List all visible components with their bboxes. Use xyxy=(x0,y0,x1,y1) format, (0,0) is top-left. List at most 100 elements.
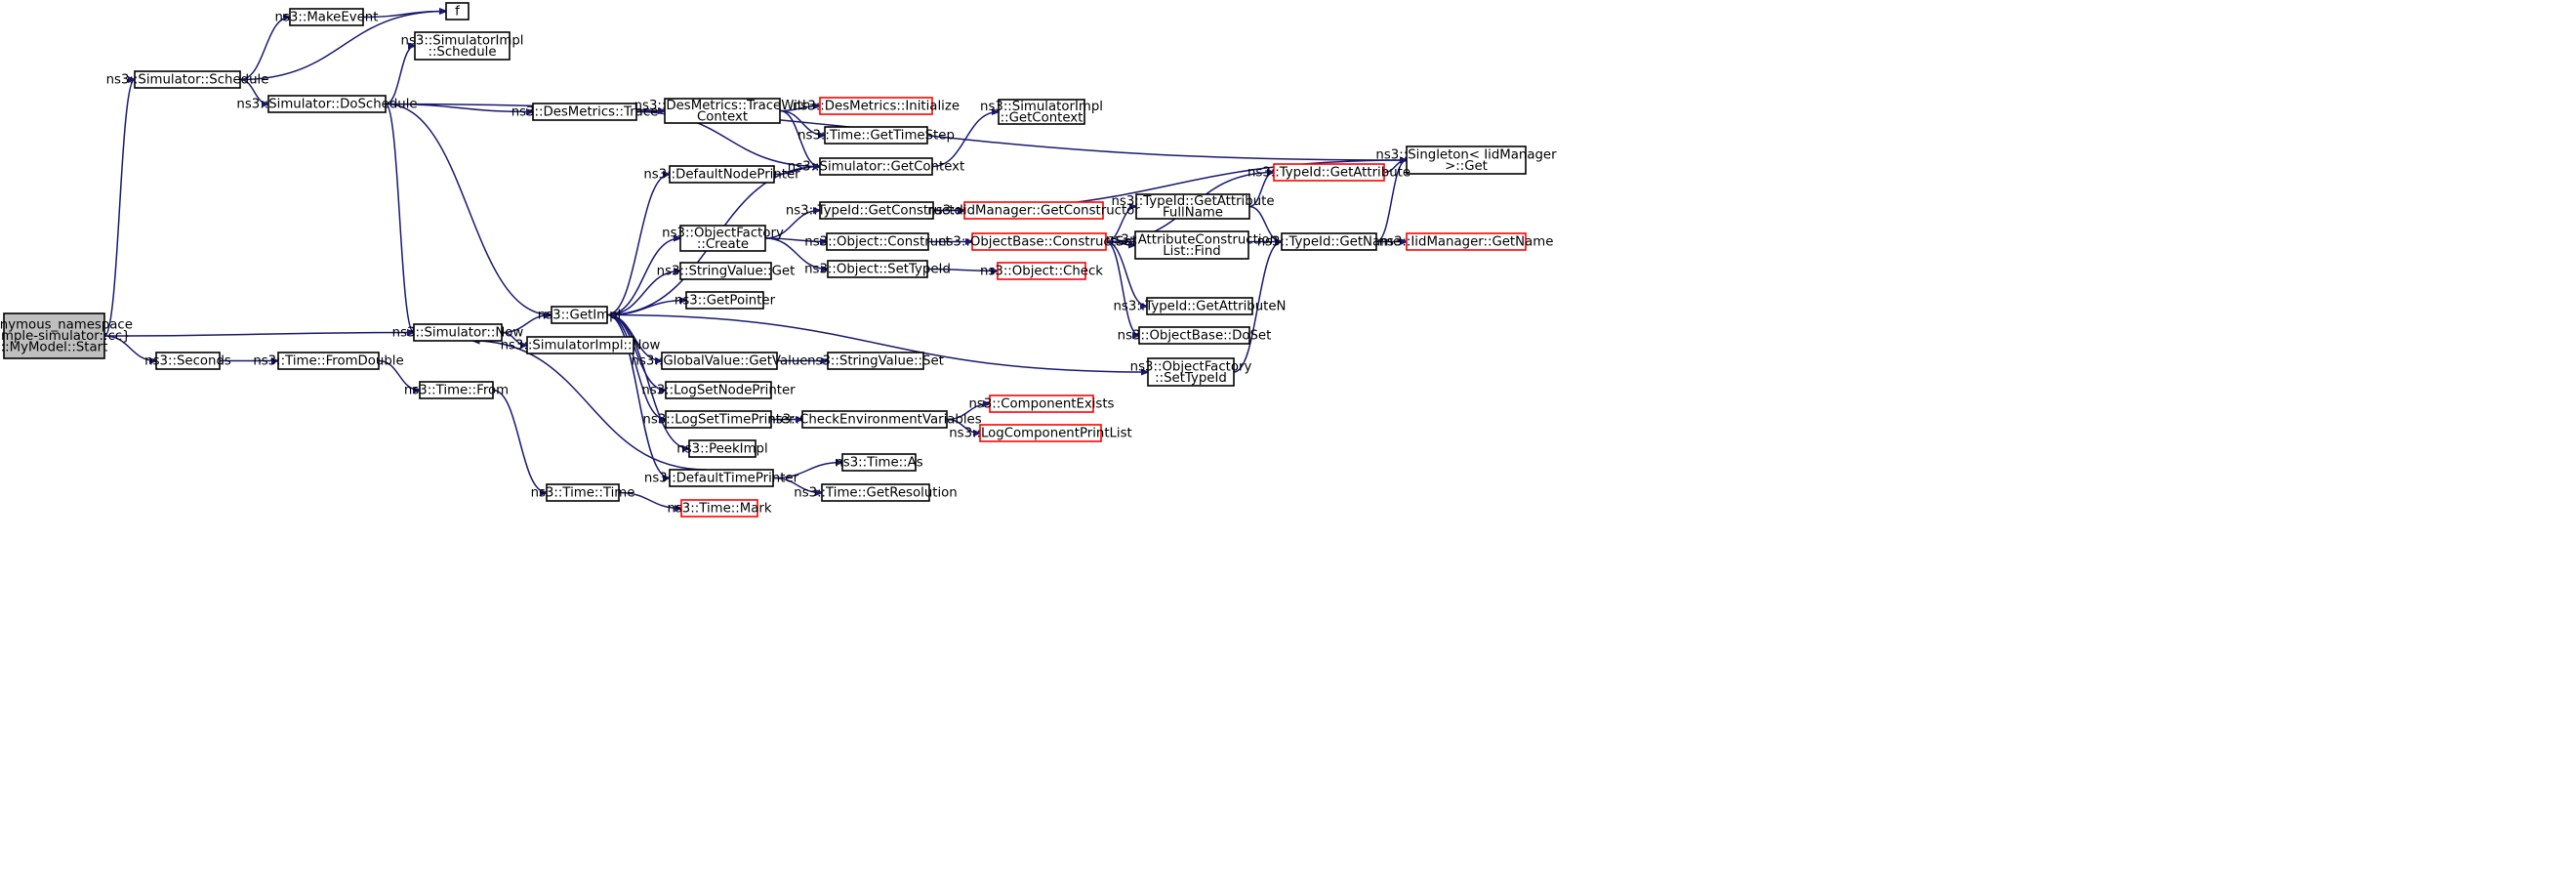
node-box xyxy=(679,225,766,252)
node-peekimpl[interactable]: ns3::PeekImpl xyxy=(676,439,768,458)
node-label: ns3::Simulator::Schedule xyxy=(106,73,269,88)
node-start[interactable]: anonymous_namespace{sample-simulator::cc… xyxy=(0,312,133,359)
node-timeas[interactable]: ns3::Time::As xyxy=(835,453,923,472)
node-constructself[interactable]: ns3::ObjectBase::ConstructSelf xyxy=(938,232,1140,251)
edge-getattributefullname-to-getattribute xyxy=(1248,173,1274,208)
node-f[interactable]: f xyxy=(445,2,470,21)
node-timemark[interactable]: ns3::Time::Mark xyxy=(667,499,772,518)
node-box xyxy=(665,381,772,399)
node-schedule[interactable]: ns3::Simulator::Schedule xyxy=(106,70,269,89)
node-box xyxy=(526,336,634,354)
node-box xyxy=(546,483,620,502)
edge-start-to-schedule xyxy=(103,80,135,337)
node-doset[interactable]: ns3::ObjectBase::DoSet xyxy=(1118,326,1272,345)
edge-schedule-to-doschedule xyxy=(239,78,268,104)
node-box xyxy=(1138,326,1250,345)
node-box xyxy=(821,483,930,502)
node-box xyxy=(419,381,494,399)
node-label: ns3::LogComponentPrintList xyxy=(949,427,1132,441)
edge-checkenv-to-componentexists xyxy=(946,404,990,421)
node-getattribute[interactable]: ns3::TypeId::GetAttribute xyxy=(1247,163,1411,182)
node-componentexists[interactable]: ns3::ComponentExists xyxy=(968,394,1115,413)
node-settypeid[interactable]: ns3::Object::SetTypeId xyxy=(804,260,951,278)
node-label: ns3::Object::Check xyxy=(980,265,1103,279)
node-getpointer[interactable]: ns3::GetPointer xyxy=(675,291,776,310)
node-doschedule[interactable]: ns3::Simulator::DoSchedule xyxy=(236,95,418,113)
node-logcomponentprintlist[interactable]: ns3::LogComponentPrintList xyxy=(949,424,1132,442)
node-label: ns3::Simulator::Now xyxy=(392,326,524,341)
node-label: >::Get xyxy=(1445,159,1488,174)
node-stringvalueset[interactable]: ns3::StringValue::Set xyxy=(807,352,944,370)
node-seconds[interactable]: ns3::Seconds xyxy=(144,352,231,370)
node-label: ns3::LogSetNodePrinter xyxy=(641,384,796,398)
edge-start-to-now xyxy=(103,333,414,337)
node-objectfactorycreate[interactable]: ns3::ObjectFactory::Create xyxy=(662,225,784,252)
node-iidgetconstructor[interactable]: ns3::IidManager::GetConstructor xyxy=(927,201,1140,220)
node-box xyxy=(801,410,948,429)
node-defaulttimeprinter[interactable]: ns3::DefaultTimePrinter xyxy=(644,469,799,487)
node-singletonget[interactable]: ns3::Singleton< IidManager>::Get xyxy=(1375,145,1557,175)
node-getcontext[interactable]: ns3::Simulator::GetContext xyxy=(788,157,964,176)
node-iidgetname[interactable]: ns3::IidManager::GetName xyxy=(1379,232,1554,251)
edge-defaulttimeprinter-to-now xyxy=(472,341,707,471)
node-box xyxy=(1134,230,1249,260)
node-box xyxy=(1146,297,1253,315)
node-label: ns3::TypeId::GetName xyxy=(1257,235,1402,250)
node-label: ns3::DesMetrics::Trace xyxy=(511,105,659,120)
edge-getimpl-to-factorysettypeid xyxy=(606,313,1148,373)
node-now[interactable]: ns3::Simulator::Now xyxy=(392,323,524,342)
node-label: ns3::DesMetrics::TraceWith xyxy=(634,99,811,113)
node-logsettimeprinter[interactable]: ns3::LogSetTimePrinter xyxy=(642,410,795,429)
node-label: ns3::LogSetTimePrinter xyxy=(642,413,795,428)
node-label: ns3::PeekImpl xyxy=(676,442,767,457)
node-desmetricsinit[interactable]: ns3::DesMetrics::Initialize xyxy=(793,97,960,115)
node-getresolution[interactable]: ns3::Time::GetResolution xyxy=(794,483,958,502)
node-desmetricstrace[interactable]: ns3::DesMetrics::Trace xyxy=(511,103,659,121)
node-logsetnodeprinter[interactable]: ns3::LogSetNodePrinter xyxy=(641,381,796,399)
node-getimpl[interactable]: ns3::GetImpl xyxy=(538,306,621,324)
node-typeidgetname[interactable]: ns3::TypeId::GetName xyxy=(1257,232,1402,251)
edge-constructself-to-getattributen xyxy=(1105,240,1147,307)
node-label: ns3::IidManager::GetName xyxy=(1379,235,1554,250)
node-label: ns3::ObjectBase::DoSet xyxy=(1118,329,1272,344)
node-box xyxy=(827,260,928,278)
node-simimplgetcontext[interactable]: ns3::SimulatorImpl::GetContext xyxy=(980,99,1103,126)
node-box xyxy=(971,232,1107,251)
node-getattributen[interactable]: ns3::TypeId::GetAttributeN xyxy=(1114,297,1287,315)
node-timetime[interactable]: ns3::Time::Time xyxy=(531,483,635,502)
node-simimplnow[interactable]: ns3::SimulatorImpl::Now xyxy=(501,336,661,354)
node-label: ns3::TypeId::GetAttribute xyxy=(1111,194,1274,209)
node-timefrom[interactable]: ns3::Time::From xyxy=(404,381,509,399)
node-objectconstruct[interactable]: ns3::Object::Construct xyxy=(804,232,951,251)
node-stringvalueget[interactable]: ns3::StringValue::Get xyxy=(657,262,796,280)
call-nodes: anonymous_namespace{sample-simulator::cc… xyxy=(0,2,1557,518)
node-label: ns3::MakeEvent xyxy=(275,11,379,25)
node-box xyxy=(669,469,774,487)
node-label: ns3::Time::Time xyxy=(531,486,635,501)
node-getconstructor[interactable]: ns3::TypeId::GetConstructor xyxy=(786,201,968,220)
node-factorysettypeid[interactable]: ns3::ObjectFactory::SetTypeId xyxy=(1130,357,1252,387)
node-gettimestep[interactable]: ns3::Time::GetTimeStep xyxy=(797,126,955,145)
node-fromdouble[interactable]: ns3::Time::FromDouble xyxy=(253,352,404,370)
node-box xyxy=(998,99,1085,125)
node-globalvaluegetvalue[interactable]: ns3::GlobalValue::GetValue xyxy=(632,352,808,370)
node-label: List::Find xyxy=(1163,244,1220,259)
node-label: ns3::CheckEnvironmentVariables xyxy=(767,413,981,428)
node-objectcheck[interactable]: ns3::Object::Check xyxy=(980,262,1103,280)
node-label: ns3::ObjectBase::ConstructSelf xyxy=(938,235,1140,250)
node-box xyxy=(826,232,929,251)
edge-tracewithcontext-to-gettimestep xyxy=(779,109,825,136)
node-makeevent[interactable]: ns3::MakeEvent xyxy=(275,8,379,26)
edge-makeevent-to-f xyxy=(362,12,446,19)
node-simimplschedule[interactable]: ns3::SimulatorImpl::Schedule xyxy=(401,31,524,61)
node-label: ns3::ObjectFactory xyxy=(662,226,784,240)
node-checkenv[interactable]: ns3::CheckEnvironmentVariables xyxy=(767,410,982,429)
node-defaultnodeprinter[interactable]: ns3::DefaultNodePrinter xyxy=(643,165,800,184)
node-label: ns3::GetPointer xyxy=(675,294,776,309)
edge-timefrom-to-timetime xyxy=(492,389,547,493)
edge-getimpl-to-defaultnodeprinter xyxy=(606,175,670,316)
node-label: ns3::Time::Mark xyxy=(667,502,771,517)
